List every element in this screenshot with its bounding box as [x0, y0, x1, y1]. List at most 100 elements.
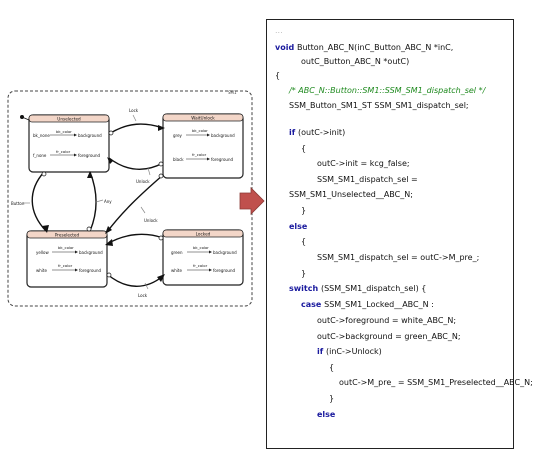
code-text: { — [301, 144, 307, 153]
code-line: SSM_SM1_dispatch_sel = — [317, 175, 418, 185]
code-text: (outC->init) — [298, 128, 346, 137]
transition-lock-bottom[interactable]: Lock — [106, 272, 165, 298]
code-line: outC->init = kcg_false; — [317, 159, 410, 169]
transition-label: Lock — [138, 293, 148, 298]
code-text: outC_Button_ABC_N *outC) — [301, 57, 410, 66]
port-output: background — [211, 133, 235, 138]
code-keyword: else — [317, 410, 336, 419]
code-text: (inC->Unlock) — [326, 347, 382, 356]
state-name: Locked — [196, 232, 211, 237]
port-output: background — [79, 250, 103, 255]
code-line: else — [289, 222, 307, 232]
code-line: /* ABC_N::Button::SM1::SSM_SM1_dispatch_… — [289, 86, 485, 96]
port-output: background — [213, 250, 237, 255]
code-comment: /* ABC_N::Button::SM1::SSM_SM1_dispatch_… — [289, 86, 486, 95]
code-line: } — [301, 206, 306, 216]
port-input: black — [173, 157, 184, 162]
port-var: bk_color — [56, 129, 72, 134]
port-var: bk_color — [192, 128, 208, 133]
code-line: { — [301, 237, 306, 247]
code-line: outC->foreground = white_ABC_N; — [317, 316, 456, 326]
code-line: if (outC->init) — [289, 128, 345, 138]
port-input: f_none — [33, 153, 47, 158]
code-line: switch (SSM_SM1_dispatch_sel) { — [289, 284, 426, 294]
port-var: fr_color — [193, 263, 208, 268]
state-name: Preselected — [55, 233, 80, 238]
transition-label: Unlock — [144, 218, 158, 223]
code-text: { — [329, 363, 335, 372]
code-keyword: if — [289, 128, 299, 137]
transition-lock-top[interactable]: Lock — [108, 108, 165, 136]
port-input: bk_none — [33, 133, 50, 138]
code-line: SSM_Button_SM1_ST SSM_SM1_dispatch_sel; — [289, 101, 469, 111]
code-line: } — [329, 394, 334, 404]
code-line: outC->background = green_ABC_N; — [317, 332, 461, 342]
code-text: outC->background = green_ABC_N; — [317, 332, 461, 341]
port-output: foreground — [213, 268, 235, 273]
code-line: case SSM_SM1_Locked__ABC_N : — [301, 300, 434, 310]
port-input: green — [171, 250, 183, 255]
code-line: } — [301, 269, 306, 279]
transition-label: Any — [104, 199, 112, 204]
port-output: foreground — [79, 268, 101, 273]
state-waitunlock[interactable]: WaitUnlock grey bk_color background blac… — [162, 113, 244, 179]
transition-unlock-mid[interactable]: Unlock — [107, 157, 164, 184]
code-text: ... — [275, 26, 283, 35]
code-text: } — [301, 206, 307, 215]
code-line: { — [329, 363, 334, 373]
transition-label: Unlock — [136, 179, 150, 184]
state-preselected[interactable]: Preselected yellow bk_color background w… — [26, 230, 108, 288]
code-keyword: void — [275, 43, 297, 52]
code-text: SSM_SM1_Unselected__ABC_N; — [289, 190, 413, 199]
code-text: } — [301, 269, 307, 278]
sm1-label: SM1 — [228, 90, 237, 95]
code-keyword: switch — [289, 284, 321, 293]
port-var: fr_color — [56, 149, 71, 154]
transition-any[interactable]: Any — [86, 171, 112, 232]
code-line: SSM_SM1_Unselected__ABC_N; — [289, 190, 413, 200]
code-line: else — [317, 410, 335, 420]
port-output: foreground — [78, 153, 100, 158]
code-keyword: case — [301, 300, 325, 309]
state-name: Unselected — [57, 117, 81, 122]
code-keyword: else — [289, 222, 308, 231]
code-text: SSM_SM1_Locked__ABC_N : — [324, 300, 434, 309]
port-var: bk_color — [58, 245, 74, 250]
code-line: SSM_SM1_dispatch_sel = outC->M_pre_; — [317, 253, 479, 263]
transition-locked-to-preselected[interactable] — [105, 233, 164, 246]
code-line: { — [301, 144, 306, 154]
state-name: WaitUnlock — [191, 116, 215, 121]
code-text: SSM_SM1_dispatch_sel = — [317, 175, 418, 184]
transition-button[interactable]: Button — [11, 171, 49, 233]
code-text: outC->M_pre_ = SSM_SM1_Preselected__ABC_… — [339, 378, 533, 387]
code-line: void Button_ABC_N(inC_Button_ABC_N *inC, — [275, 43, 453, 53]
transition-label: Button — [11, 201, 25, 206]
port-var: fr_color — [192, 152, 207, 157]
state-locked[interactable]: Locked green bk_color background white f… — [162, 229, 244, 286]
transition-label: Lock — [129, 108, 139, 113]
port-output: foreground — [211, 157, 233, 162]
code-text: Button_ABC_N(inC_Button_ABC_N *inC, — [296, 43, 454, 52]
port-input: yellow — [36, 250, 49, 255]
code-text: outC->foreground = white_ABC_N; — [317, 316, 457, 325]
port-input: grey — [173, 133, 183, 138]
code-text: SSM_SM1_dispatch_sel = outC->M_pre_; — [317, 253, 480, 262]
code-text: } — [329, 394, 335, 403]
code-text: outC->init = kcg_false; — [317, 159, 410, 168]
port-var: bk_color — [193, 245, 209, 250]
transition-unlock-bottom[interactable]: Unlock — [105, 173, 164, 234]
code-text: (SSM_SM1_dispatch_sel) { — [320, 284, 427, 293]
port-output: background — [78, 133, 102, 138]
port-input: white — [36, 268, 47, 273]
generated-code-panel: ... void Button_ABC_N(inC_Button_ABC_N *i… — [266, 19, 533, 449]
state-unselected[interactable]: Unselected bk_none bk_color background f… — [28, 114, 110, 173]
port-input: white — [171, 268, 182, 273]
code-text: { — [275, 71, 281, 80]
code-keyword: if — [317, 347, 327, 356]
code-line: { — [275, 71, 280, 81]
port-var: fr_color — [58, 263, 73, 268]
generation-arrow — [239, 187, 265, 215]
code-text: SSM_Button_SM1_ST SSM_SM1_dispatch_sel; — [289, 101, 469, 110]
code-line: outC->M_pre_ = SSM_SM1_Preselected__ABC_… — [339, 378, 533, 388]
